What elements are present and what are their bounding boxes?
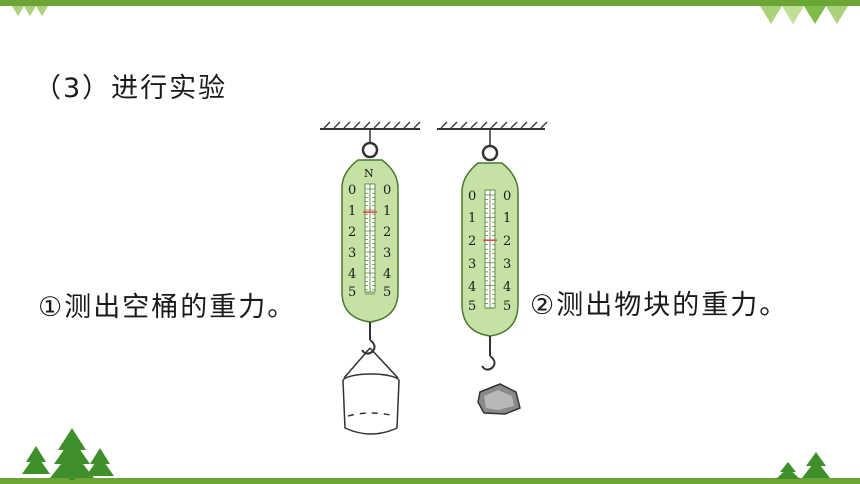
scale-2-right-tick-5: 5	[503, 299, 511, 314]
top-left-triangles-decoration	[12, 6, 48, 16]
scale-1-right-tick-4: 4	[383, 267, 391, 282]
scale-1-left-tick-5: 5	[348, 285, 356, 300]
scale-1-right-tick-1: 1	[383, 204, 391, 219]
scale-2-right-tick-0: 0	[503, 189, 511, 204]
top-accent-bar	[0, 0, 860, 6]
scale-2-left-tick-3: 3	[468, 257, 476, 272]
scale-2-right-tick-2: 2	[503, 234, 511, 249]
scale-1-left-tick-4: 4	[348, 267, 356, 282]
scale-2-left-tick-2: 2	[468, 234, 476, 249]
scale-1-left-tick-1: 1	[348, 204, 356, 219]
scale-1-tick-marks	[365, 188, 375, 295]
pine-trees-left-decoration	[22, 428, 114, 480]
step-1-caption: ①测出空桶的重力。	[38, 292, 297, 323]
step-2-caption: ②测出物块的重力。	[530, 290, 789, 321]
scale-2-tick-marks	[485, 194, 495, 309]
scale-2-left-tick-1: 1	[468, 211, 476, 226]
scale-1-right-tick-2: 2	[383, 225, 391, 240]
bottom-accent-bar	[0, 478, 860, 484]
scale-1-left-tick-3: 3	[348, 246, 356, 261]
scale-2-left-tick-0: 0	[468, 189, 476, 204]
scale-1-left-tick-0: 0	[348, 183, 356, 198]
scale-2-labels: 0 1 2 3 4 5 0 1 2 3 4 5	[468, 189, 511, 314]
scale-1-labels: N 0 1 2 3 4 5 0 1 2 3 4 5	[348, 167, 391, 300]
spring-scale-2	[437, 121, 548, 415]
scale-2-right-tick-3: 3	[503, 257, 511, 272]
scale-2-left-tick-4: 4	[468, 280, 476, 295]
scale-1-right-tick-3: 3	[383, 246, 391, 261]
scale-2-right-tick-1: 1	[503, 211, 511, 226]
pine-trees-right-decoration	[776, 452, 830, 479]
top-right-triangles-decoration	[760, 6, 848, 24]
scale-1-right-tick-5: 5	[383, 285, 391, 300]
scale-1-left-tick-2: 2	[348, 225, 356, 240]
scale-1-right-tick-0: 0	[383, 183, 391, 198]
section-heading: （3）进行实验	[34, 73, 228, 104]
scale-1-unit-label: N	[364, 167, 374, 180]
spring-scale-1	[320, 121, 421, 435]
scale-2-right-tick-4: 4	[503, 280, 511, 295]
scale-2-left-tick-5: 5	[468, 299, 476, 314]
